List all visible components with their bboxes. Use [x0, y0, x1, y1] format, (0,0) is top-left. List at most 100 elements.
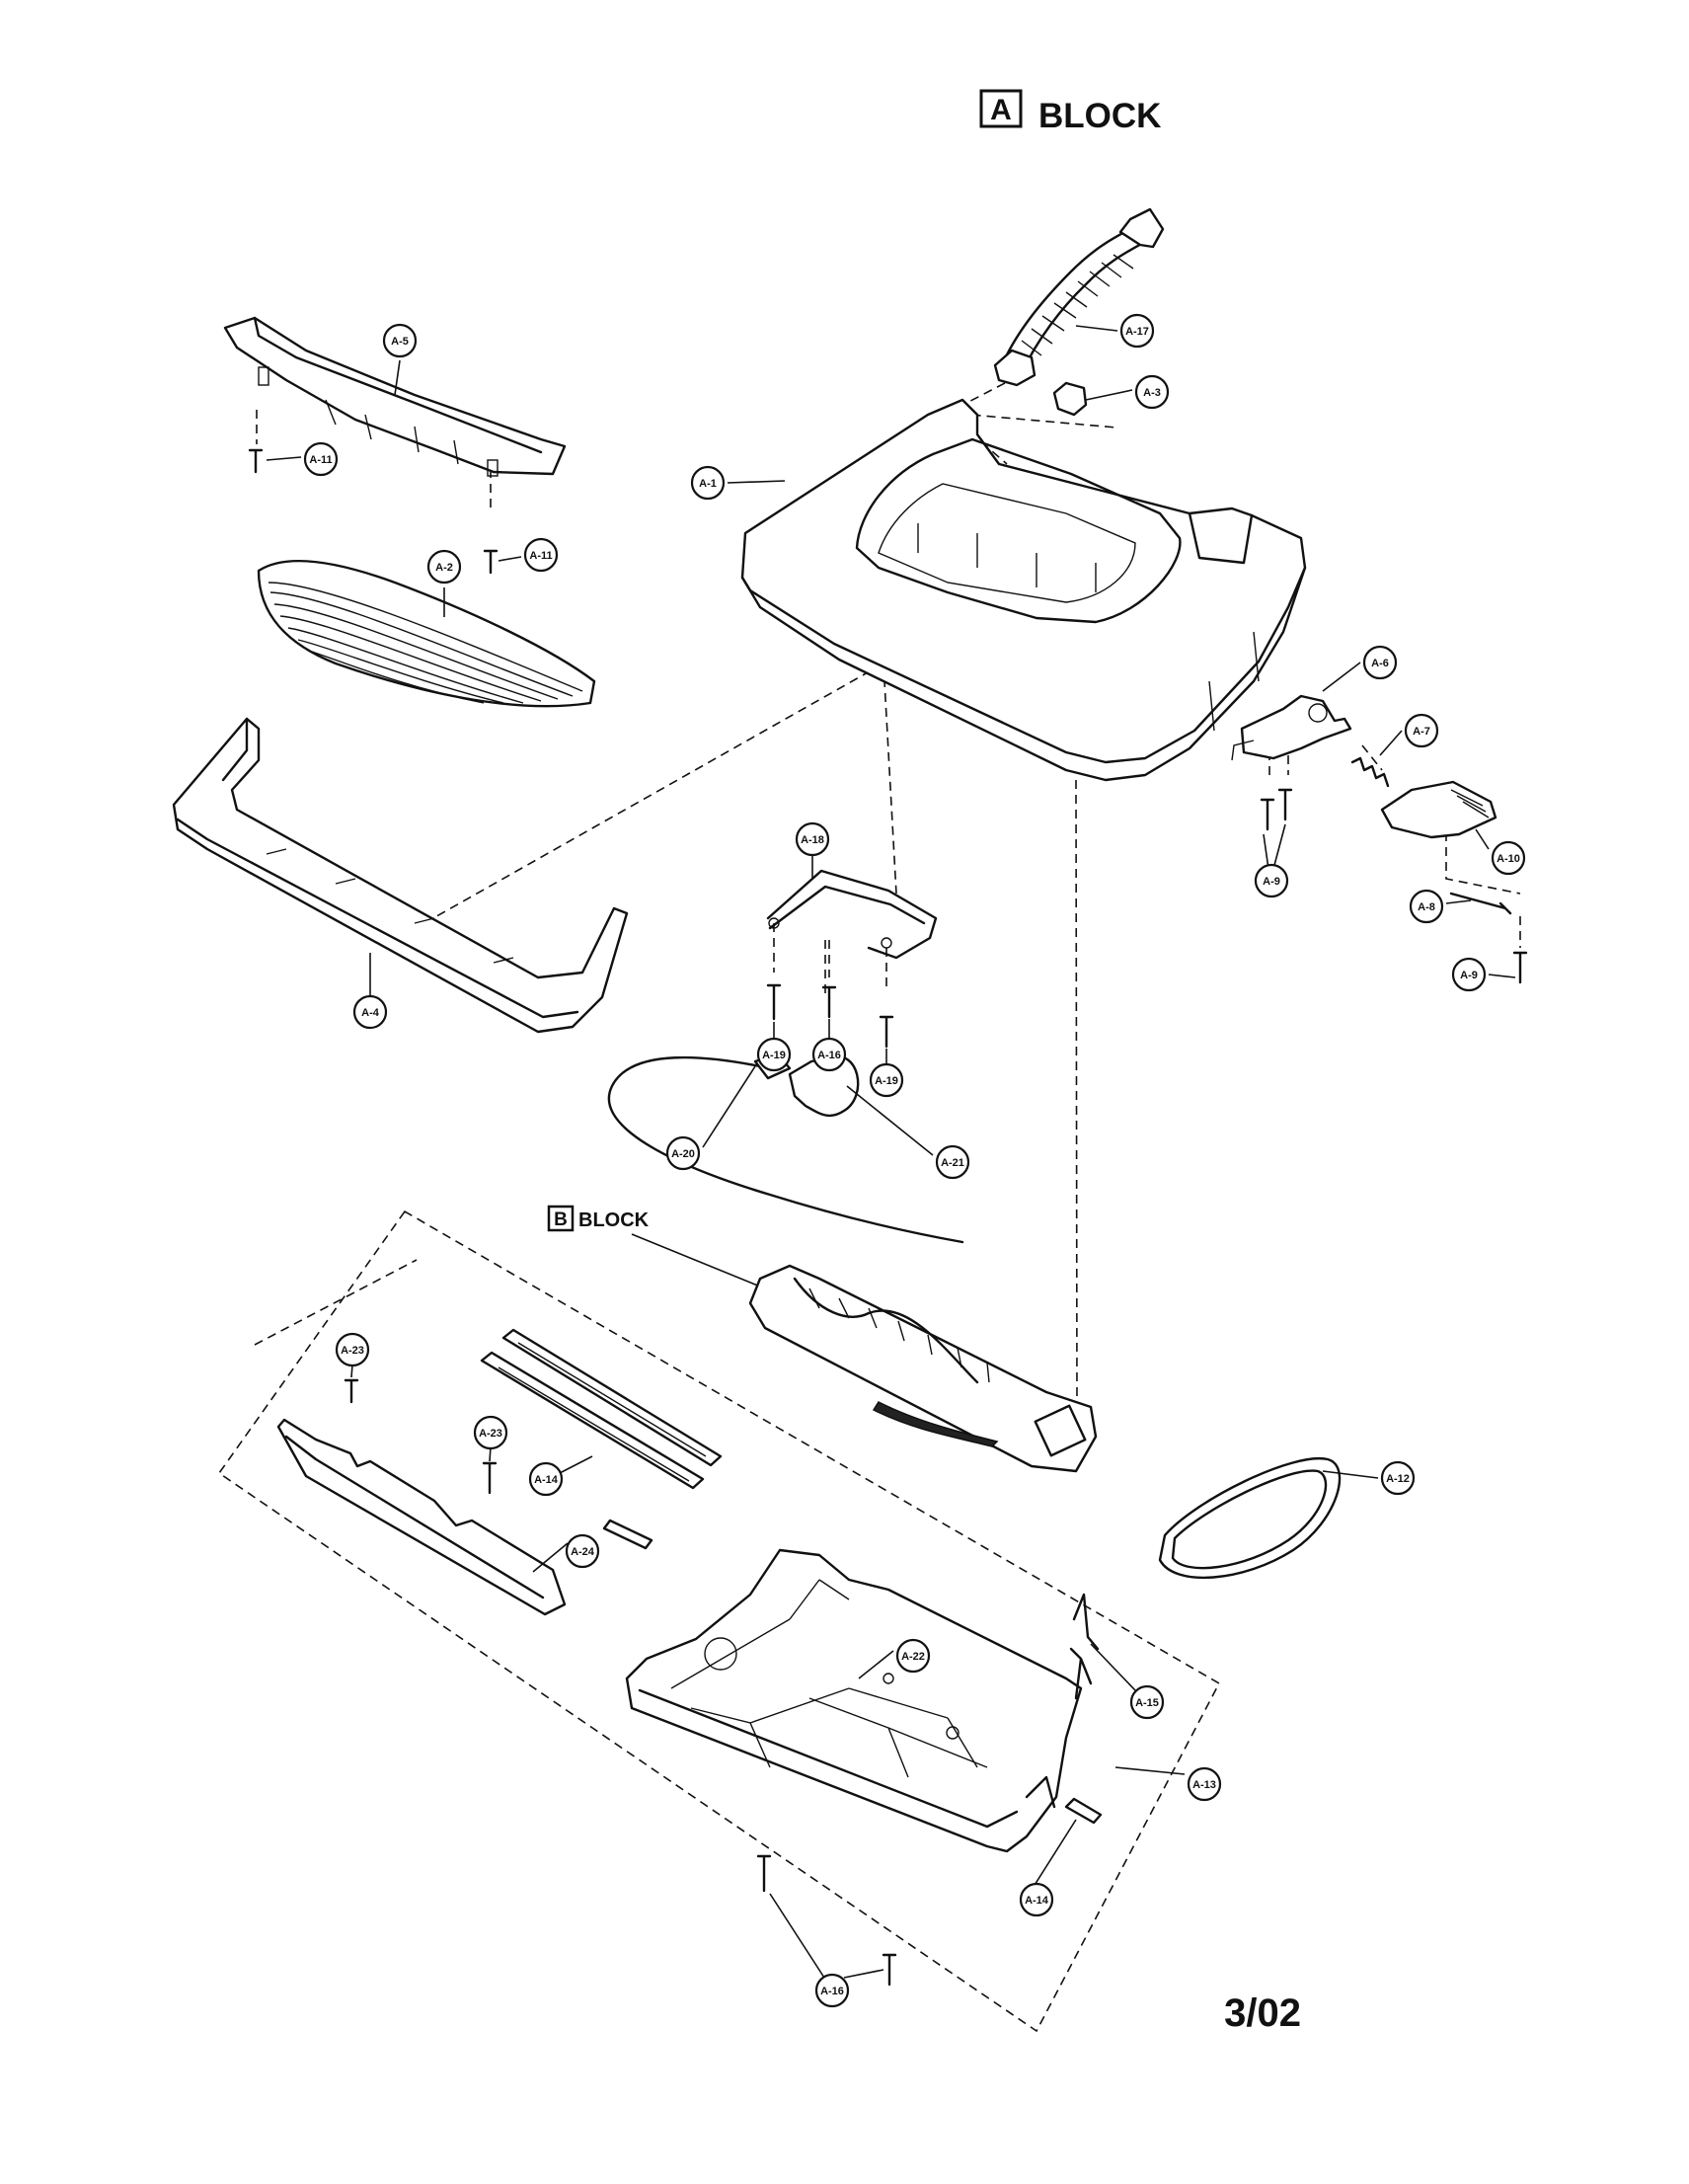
screw-a11-right: [483, 549, 499, 575]
callout-leader-lines: [266, 325, 1516, 1979]
callout-label: A-17: [1125, 326, 1149, 338]
callout-circle: [1129, 1684, 1165, 1720]
callout-label: A-24: [571, 1546, 595, 1558]
block-a-letter: A: [990, 94, 1012, 126]
callout-circle: [1380, 1460, 1416, 1496]
callout-label: A-11: [309, 454, 332, 466]
callout-a20: A-20: [665, 1135, 701, 1171]
callout-label: A-9: [1263, 876, 1280, 888]
callout-label: A-15: [1135, 1697, 1159, 1709]
callout-a9b: A-9: [1451, 957, 1487, 992]
callout-circle: [1119, 313, 1155, 349]
drive-belt-part: [1158, 1456, 1342, 1580]
callout-a24: A-24: [565, 1533, 600, 1569]
block-b-letter: B: [554, 1209, 568, 1230]
callout-a16b: A-16: [814, 1973, 850, 2008]
callout-label: A-2: [435, 562, 453, 574]
callout-label: A-10: [1497, 853, 1520, 865]
block-a-word: BLOCK: [1038, 97, 1161, 135]
callout-label: A-7: [1413, 726, 1430, 738]
base-plate-part: [625, 1548, 1093, 1853]
callout-labels: A-5A-17A-3A-11A-1A-11A-2A-6A-7A-18A-10A-…: [303, 313, 1526, 2008]
callout-circle: [1254, 863, 1289, 898]
callout-label: A-16: [817, 1050, 841, 1061]
callout-a19b: A-19: [869, 1062, 904, 1098]
screw-a11-left: [248, 448, 264, 474]
callout-circle: [1362, 645, 1398, 680]
light-cord-part: [607, 1053, 964, 1244]
front-strip-part: [276, 1418, 567, 1616]
block-b-enclosure: [217, 1209, 1221, 2033]
callout-label: A-1: [699, 478, 717, 490]
callout-circle: [1451, 957, 1487, 992]
filter-grille-part: [257, 559, 596, 708]
callout-circle: [1187, 1766, 1222, 1802]
callout-a23b: A-23: [473, 1415, 508, 1450]
callout-label: A-14: [1025, 1895, 1049, 1907]
side-brush-strips: [480, 1328, 723, 1550]
handle-bar-part: [223, 316, 567, 477]
callout-label: A-19: [875, 1075, 898, 1087]
callout-a10: A-10: [1491, 840, 1526, 876]
callout-label: A-20: [671, 1148, 695, 1160]
callout-circle: [1019, 1882, 1054, 1917]
callout-circle: [935, 1144, 970, 1180]
screws-middle: [766, 983, 894, 1049]
callout-a19a: A-19: [756, 1037, 792, 1072]
callout-circle: [814, 1973, 850, 2008]
callout-circle: [895, 1638, 931, 1674]
callout-a21: A-21: [935, 1144, 970, 1180]
main-housing-part: [740, 398, 1307, 782]
assembly-dashed-lines: [254, 382, 1521, 1408]
wire-clip-part: [1072, 1593, 1100, 1651]
callout-label: A-6: [1371, 658, 1389, 669]
pivot-pin-part: [1449, 892, 1512, 915]
callout-label: A-23: [341, 1345, 364, 1357]
callout-a3: A-3: [1134, 374, 1170, 410]
spring-part: [1350, 756, 1390, 788]
callout-a5: A-5: [382, 323, 418, 358]
callout-circle: [1491, 840, 1526, 876]
callout-label: A-16: [820, 1986, 844, 1997]
callout-a17: A-17: [1119, 313, 1155, 349]
callout-a16a: A-16: [811, 1037, 847, 1072]
callout-circle: [565, 1533, 600, 1569]
pedal-part: [1380, 780, 1497, 839]
callout-a22: A-22: [895, 1638, 931, 1674]
callout-label: A-13: [1192, 1779, 1216, 1791]
brush-roll-part: [748, 1264, 1098, 1473]
callout-circle: [756, 1037, 792, 1072]
light-bracket-part: [766, 869, 938, 960]
flex-hose-part: [993, 207, 1165, 387]
callout-a11b: A-11: [523, 537, 559, 573]
callout-label: A-9: [1460, 970, 1478, 981]
callout-circle: [352, 994, 388, 1030]
callout-circle: [528, 1461, 564, 1497]
callout-label: A-21: [941, 1157, 964, 1169]
callout-label: A-3: [1143, 387, 1161, 399]
callout-a9a: A-9: [1254, 863, 1289, 898]
callout-circle: [335, 1332, 370, 1367]
callout-a23a: A-23: [335, 1332, 370, 1367]
callout-label: A-5: [391, 336, 409, 348]
callout-a18: A-18: [795, 821, 830, 857]
callout-a2: A-2: [426, 549, 462, 585]
screws-a9-pair: [1260, 788, 1293, 831]
callout-circle: [1409, 889, 1444, 924]
callout-a15: A-15: [1129, 1684, 1165, 1720]
callout-a7: A-7: [1404, 713, 1439, 748]
bumper-frame-part: [172, 717, 629, 1034]
small-strip-part: [1064, 1797, 1103, 1825]
callout-circle: [523, 537, 559, 573]
hose-connector-part: [1052, 381, 1088, 417]
callout-a13: A-13: [1187, 1766, 1222, 1802]
callout-label: A-11: [529, 550, 552, 562]
screws-a23: [344, 1378, 498, 1495]
callout-a12: A-12: [1380, 1460, 1416, 1496]
callout-a14b: A-14: [1019, 1882, 1054, 1917]
callout-label: A-18: [801, 834, 824, 846]
callout-circle: [303, 441, 339, 477]
callout-a1: A-1: [690, 465, 726, 501]
callout-label: A-19: [762, 1050, 786, 1061]
